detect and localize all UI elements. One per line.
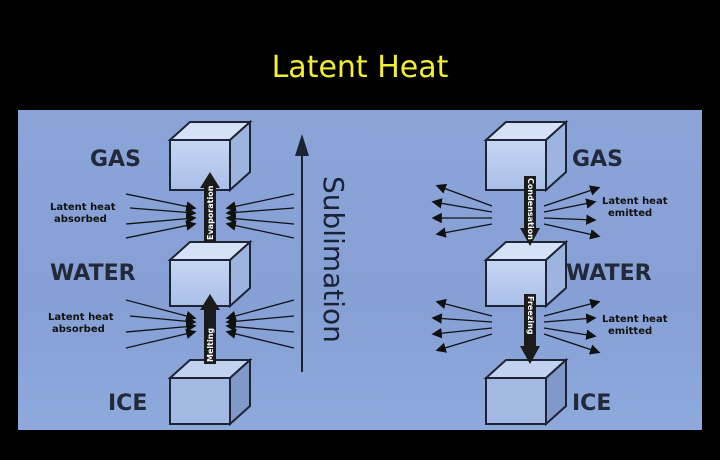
evaporation-arrow <box>200 172 220 242</box>
emitted-arrows-lower <box>431 298 601 355</box>
latent-heat-emitted-lower-line2: emitted <box>608 326 652 337</box>
cube-water-left <box>167 239 253 309</box>
melting-label: Melting <box>206 328 215 362</box>
melting-arrow <box>200 294 220 364</box>
condensation-label: Condensation <box>526 178 535 240</box>
freezing-arrow <box>520 294 540 364</box>
latent-heat-emitted-upper-line2: emitted <box>608 208 652 219</box>
absorbed-arrows-lower <box>125 299 295 349</box>
latent-heat-absorbed-upper-line2: absorbed <box>54 214 107 225</box>
cube-water-right <box>483 239 569 309</box>
state-label-gas-right: GAS <box>572 147 623 172</box>
absorbed-arrows-upper <box>125 193 295 239</box>
emitted-arrows-upper <box>431 183 601 240</box>
freezing-label: Freezing <box>526 296 535 335</box>
state-label-ice-left: ICE <box>108 391 147 416</box>
latent-heat-emitted-upper-line1: Latent heat <box>602 196 668 207</box>
cube-gas-right <box>483 119 569 193</box>
state-label-water-right: WATER <box>566 261 652 286</box>
state-label-gas-left: GAS <box>90 147 141 172</box>
cube-gas-left <box>167 119 253 193</box>
sublimation-label: Sublimation <box>317 176 350 343</box>
latent-heat-absorbed-upper-line1: Latent heat <box>50 202 116 213</box>
page-title: Latent Heat <box>271 50 449 85</box>
sublimation-arrow <box>295 134 309 372</box>
condensation-arrow <box>520 176 540 246</box>
latent-heat-absorbed-lower-line1: Latent heat <box>48 312 114 323</box>
diagram-panel: Evaporation Melting GAS WATER ICE Latent… <box>18 110 702 430</box>
cube-ice-right <box>483 357 569 427</box>
evaporation-label: Evaporation <box>206 185 215 240</box>
state-label-water-left: WATER <box>50 261 136 286</box>
latent-heat-diagram: Evaporation Melting GAS WATER ICE Latent… <box>48 119 668 427</box>
cube-ice-left <box>167 357 253 427</box>
latent-heat-absorbed-lower-line2: absorbed <box>52 324 105 335</box>
latent-heat-emitted-lower-line1: Latent heat <box>602 314 668 325</box>
state-label-ice-right: ICE <box>572 391 611 416</box>
